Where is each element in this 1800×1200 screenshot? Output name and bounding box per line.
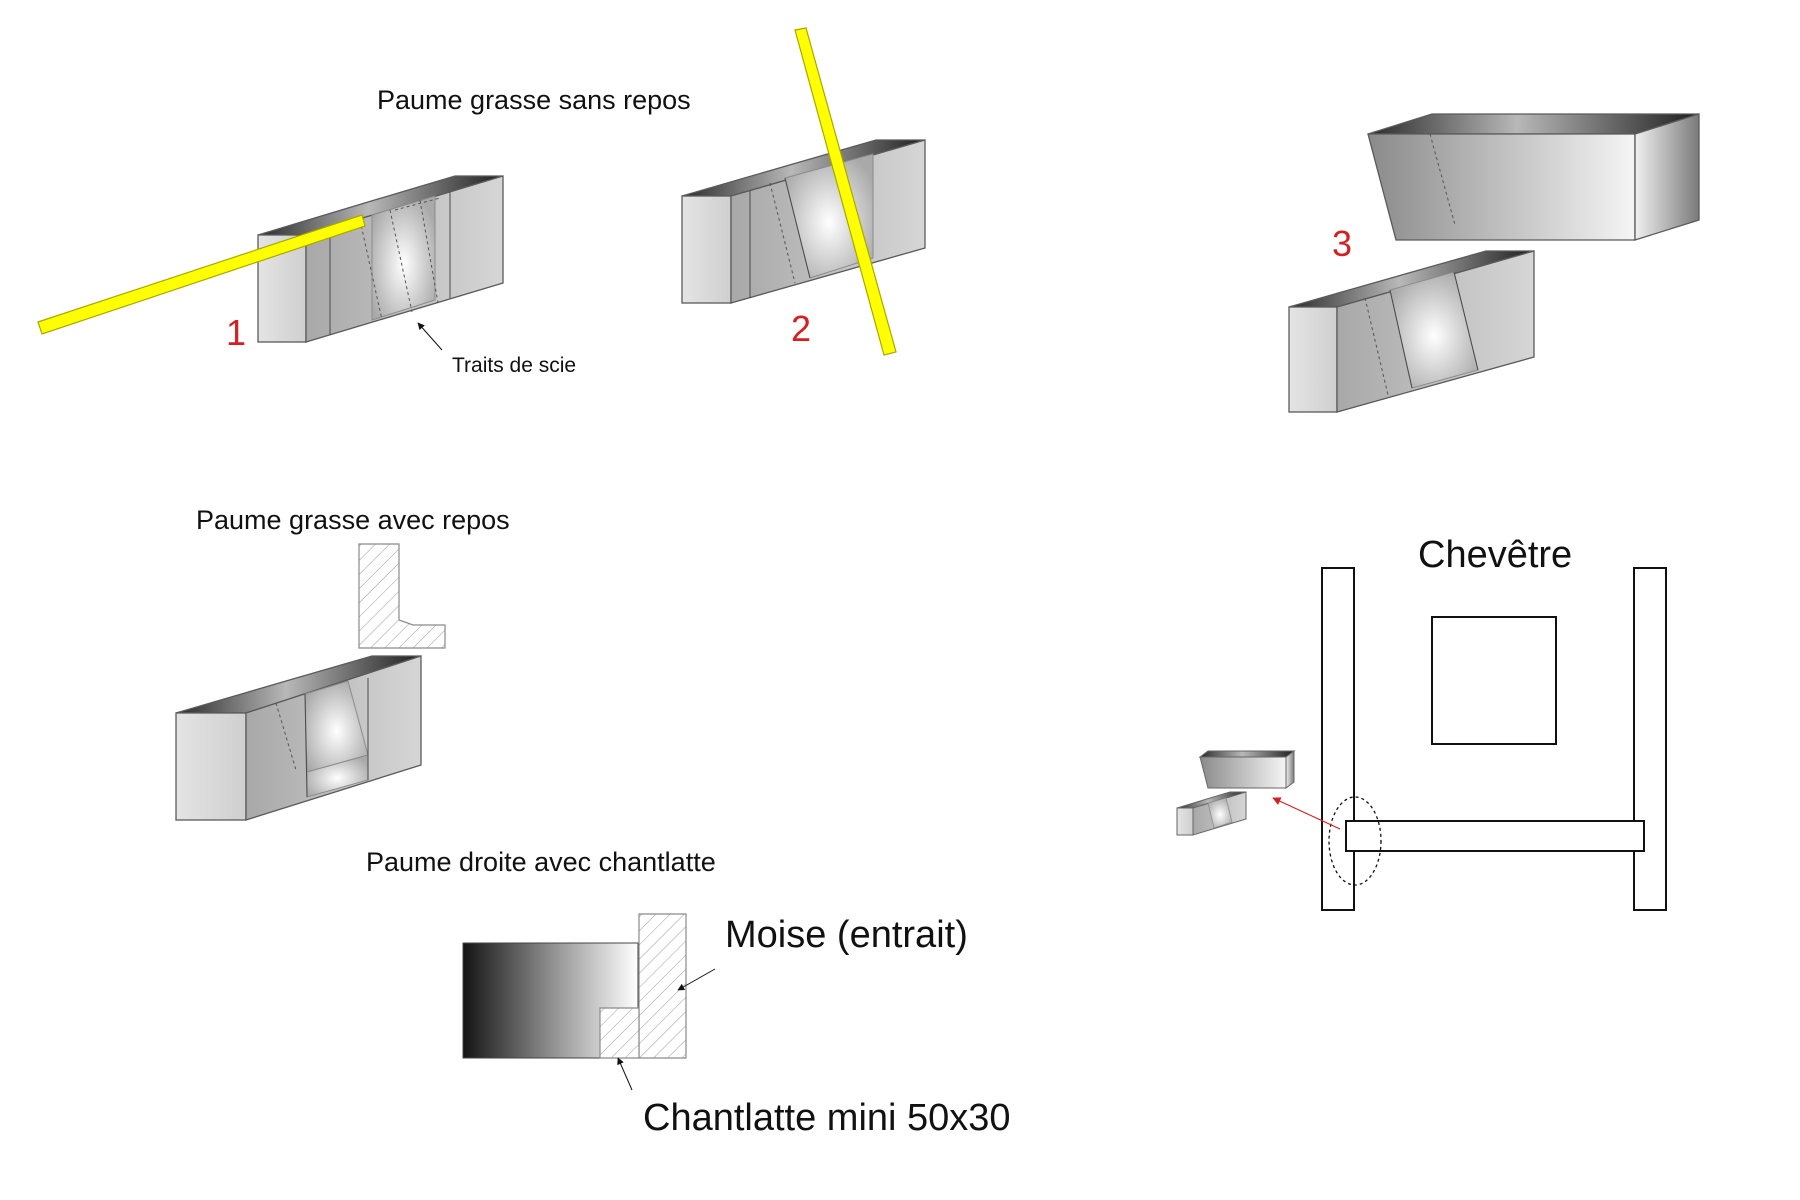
moise-hatched-part: [638, 913, 687, 1059]
block-1: [257, 175, 504, 343]
saw-mark: [389, 209, 413, 313]
block-4: [175, 655, 422, 821]
repos-profile: [358, 543, 446, 649]
block-1-notch: [371, 195, 436, 321]
traits-arrow: [417, 322, 443, 351]
beam-end: [1634, 113, 1700, 241]
title-chevetre: Chevêtre: [1418, 534, 1572, 576]
label-moise: Moise (entrait): [725, 914, 968, 956]
step-number-3: 3: [1332, 223, 1352, 264]
chantlatte-arrow: [617, 1057, 633, 1091]
detail-arrow: [1272, 797, 1341, 830]
saw-mark: [359, 219, 383, 321]
joist-left: [1321, 567, 1355, 911]
block-3-front: [1288, 306, 1338, 413]
block-4-front: [175, 712, 247, 821]
beam-face: [1367, 133, 1636, 241]
joist-right: [1633, 567, 1667, 911]
moise-arrow: [677, 968, 716, 991]
detail-beam-small: [1198, 750, 1296, 789]
step-number-2: 2: [791, 308, 811, 349]
label-traits-de-scie: Traits de scie: [452, 354, 576, 377]
detail-circle: [1328, 796, 1382, 886]
moise-section: [462, 913, 687, 1059]
block-3-lower-piece: [1288, 250, 1535, 413]
chevetre-trimmer: [1345, 820, 1645, 852]
detail-block-small: [1176, 791, 1247, 836]
block-2-front: [681, 195, 732, 304]
block-3-upper-piece: [1367, 113, 1700, 241]
saw-blade-1: [37, 214, 366, 335]
title-paume-sans-repos: Paume grasse sans repos: [377, 85, 691, 115]
label-chantlatte: Chantlatte mini 50x30: [643, 1097, 1011, 1139]
opening-square: [1431, 616, 1557, 745]
chantlatte-hatched: [599, 1007, 640, 1059]
block-2: [681, 139, 926, 304]
saw-blade-2: [794, 27, 897, 356]
step-number-1: 1: [226, 312, 246, 353]
title-paume-avec-repos: Paume grasse avec repos: [196, 505, 510, 535]
title-paume-droite: Paume droite avec chantlatte: [366, 847, 716, 877]
